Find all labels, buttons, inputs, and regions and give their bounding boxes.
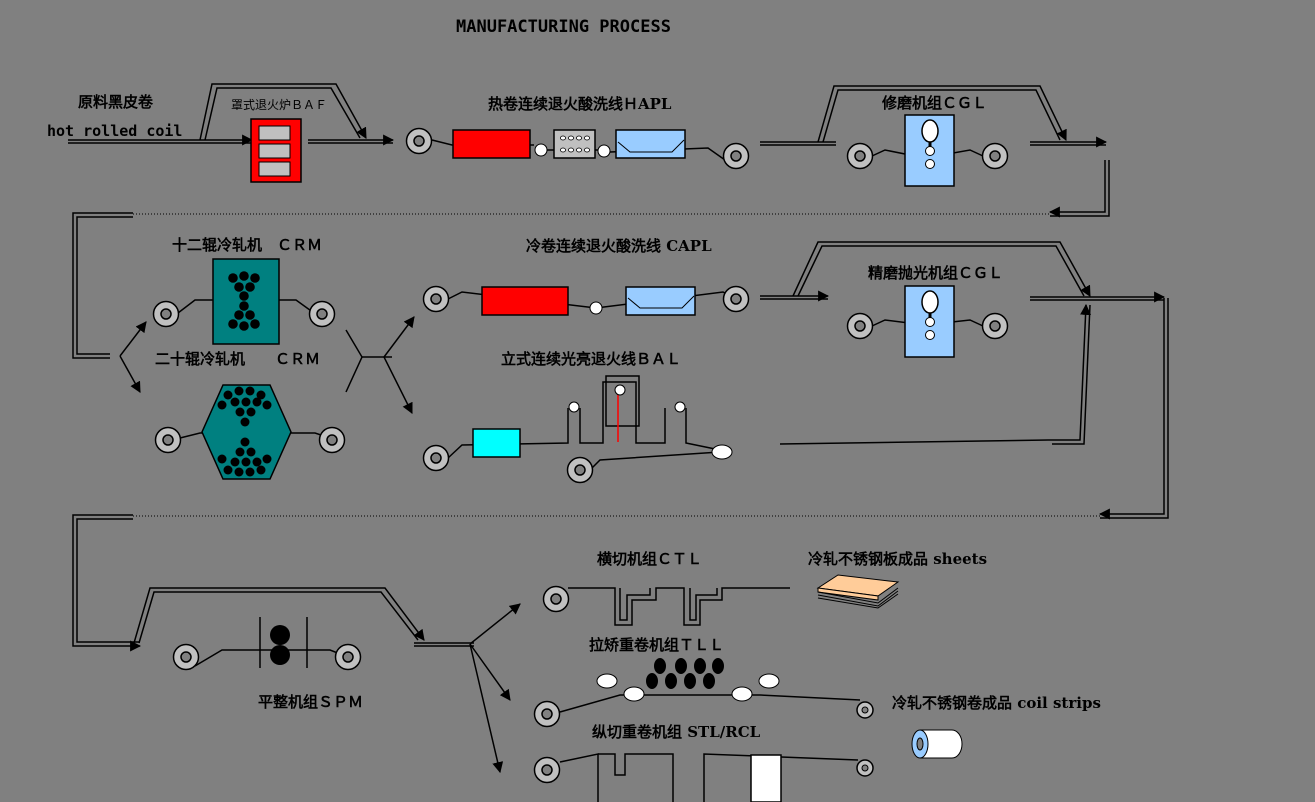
raw-material-label: 原料黑皮卷 xyxy=(78,93,154,111)
baf-label: 罩式退火炉ＢＡＦ xyxy=(231,98,328,112)
rolling-mill-icon xyxy=(201,384,292,480)
bell-furnace-icon xyxy=(250,118,302,183)
sheet-stack-icon xyxy=(816,574,900,609)
hapl-label: 热卷连续退火酸洗线ＨAPL xyxy=(488,95,672,113)
flow-arrow-icon xyxy=(1030,136,1108,148)
annealing-furnace-icon xyxy=(452,129,531,159)
cgl-polishing-label: 精磨抛光机组ＣＧＬ xyxy=(868,264,1004,282)
flow-arrow-icon xyxy=(68,134,254,146)
stl-label: 纵切重卷机组 STL/RCL xyxy=(592,723,761,741)
shot-blast-icon xyxy=(553,129,596,159)
coil-icon xyxy=(334,643,362,671)
coil-icon xyxy=(405,127,433,155)
page-title: MANUFACTURING PROCESS xyxy=(456,17,671,37)
vertical-furnace-icon xyxy=(605,375,640,442)
flow-arrow-icon xyxy=(308,134,395,146)
flow-arrow-icon xyxy=(72,212,147,393)
flow-arrow-icon xyxy=(1048,160,1110,218)
coil-icon xyxy=(533,700,561,728)
ctl-label: 横切机组ＣＴＬ xyxy=(597,550,703,568)
degreasing-tank-icon xyxy=(472,428,521,458)
coil-icon xyxy=(566,456,594,484)
coil-icon xyxy=(318,426,346,454)
flow-arrow-icon xyxy=(345,316,415,414)
coil-icon xyxy=(846,142,874,170)
cgl-grinding-label: 修磨机组ＣＧＬ xyxy=(882,94,988,112)
flow-arrow-icon xyxy=(199,83,367,141)
coil-icon xyxy=(846,312,874,340)
flow-arrow-icon xyxy=(72,514,142,652)
coil-strip-icon xyxy=(911,729,963,759)
flow-arrow-icon xyxy=(1030,291,1166,303)
coil-icon xyxy=(172,643,200,671)
coil-icon xyxy=(308,300,336,328)
spm-label: 平整机组ＳＰＭ xyxy=(258,693,364,711)
coil-icon xyxy=(981,142,1009,170)
coil-icon xyxy=(152,300,180,328)
flow-arrow-icon xyxy=(760,85,1067,146)
capl-label: 冷卷连续退火酸洗线 CAPL xyxy=(526,237,712,255)
slitter-icon xyxy=(750,754,782,802)
grinder-icon xyxy=(904,114,955,187)
annealing-furnace-icon xyxy=(481,286,569,316)
coil-icon xyxy=(154,426,182,454)
coil-icon xyxy=(422,285,450,313)
skin-pass-mill-icon xyxy=(259,617,308,668)
pickling-tank-icon xyxy=(615,129,686,159)
coil-icon xyxy=(533,756,561,784)
flow-arrow-icon xyxy=(1098,298,1169,520)
product-sheets-label: 冷轧不锈钢板成品 sheets xyxy=(808,550,988,568)
coil-icon xyxy=(722,285,750,313)
tll-label: 拉矫重卷机组ＴＬＬ xyxy=(589,636,725,654)
pickling-tank-icon xyxy=(625,286,696,316)
flow-arrow-icon xyxy=(414,603,521,774)
crm-20-label: 二十辊冷轧机 ＣＲＭ xyxy=(155,350,321,368)
coil-icon xyxy=(981,312,1009,340)
bal-label: 立式连续光亮退火线ＢＡＬ xyxy=(501,350,682,368)
product-coils-label: 冷轧不锈钢卷成品 coil strips xyxy=(892,694,1101,712)
flow-arrow-icon xyxy=(133,587,425,644)
crm-12-label: 十二辊冷轧机 ＣＲＭ xyxy=(172,236,323,254)
coil-icon xyxy=(422,444,450,472)
coil-icon xyxy=(542,585,570,613)
raw-material-label-en: hot rolled coil xyxy=(47,122,183,140)
flow-arrow-icon xyxy=(760,241,1091,302)
grinder-icon xyxy=(904,285,955,358)
coil-icon xyxy=(856,701,874,719)
coil-icon xyxy=(722,142,750,170)
flow-arrow-icon xyxy=(779,303,1092,445)
coil-icon xyxy=(856,759,874,777)
rolling-mill-icon xyxy=(212,258,280,345)
tension-leveller-icon xyxy=(596,658,780,702)
